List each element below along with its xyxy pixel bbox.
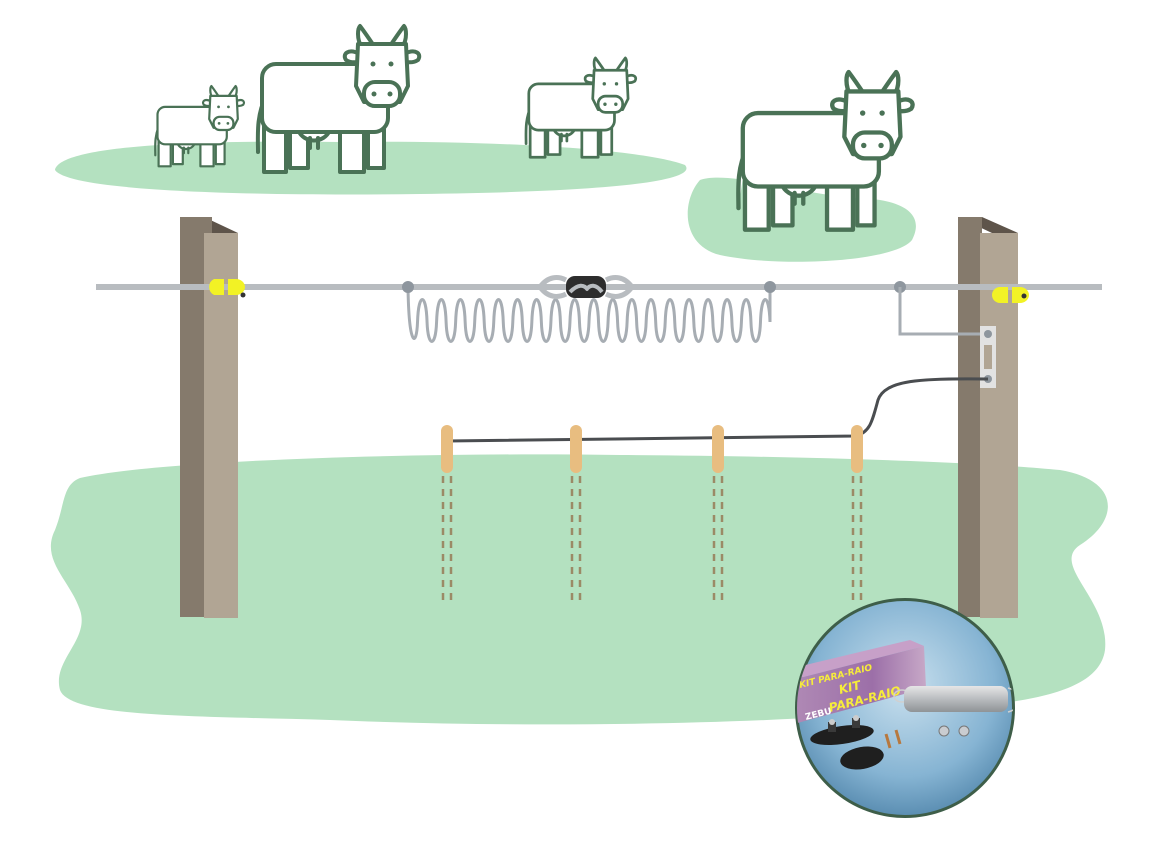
ground-connector <box>894 281 996 388</box>
ground-rods <box>441 425 863 602</box>
fence-post-right <box>958 217 1018 618</box>
product-insulator-base <box>810 715 874 745</box>
product-inset: KIT PARA-RAIO KIT PARA-RAIO ZEBU <box>795 598 1015 818</box>
ground-rod <box>570 425 582 602</box>
product-insulator <box>840 746 884 770</box>
ground-rod <box>712 425 724 602</box>
fence-post-left <box>180 217 238 618</box>
wire-insulator-center <box>537 275 635 299</box>
product-spring <box>893 686 1013 713</box>
post-insulator-left <box>209 279 246 298</box>
ground-rod <box>851 425 863 602</box>
box-front-kit-label: KIT <box>837 678 862 697</box>
ground-wire <box>446 377 989 443</box>
product-nuts <box>938 725 970 737</box>
ground-rod <box>441 425 453 602</box>
post-insulator-right <box>992 287 1029 303</box>
spring-coil <box>402 281 776 343</box>
cow-middle <box>524 56 638 159</box>
product-screws <box>884 729 902 749</box>
